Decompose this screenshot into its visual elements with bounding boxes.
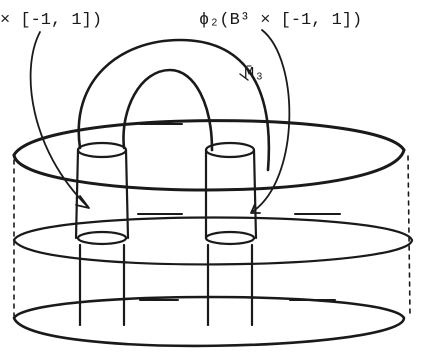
tube-right-lower-walls: [208, 245, 252, 325]
tube-right-mid-rim: [206, 232, 254, 244]
tube-right-upper-walls: [206, 150, 256, 238]
middle-ellipse: [14, 218, 412, 265]
right-label: ϕ₂(B³ × [-1, 1]): [199, 11, 362, 30]
handle-inner: [123, 70, 212, 150]
tube-left-lower-walls: [80, 245, 124, 325]
tube-left-upper-walls: [76, 150, 128, 238]
upper-slab-front: [14, 150, 404, 190]
tube-left-mid-rim: [78, 232, 126, 244]
left-label: × [-1, 1]): [0, 11, 102, 30]
upper-slab-top: [14, 121, 404, 155]
tube-left-top-rim: [78, 143, 126, 157]
handle-outer: [79, 40, 269, 170]
